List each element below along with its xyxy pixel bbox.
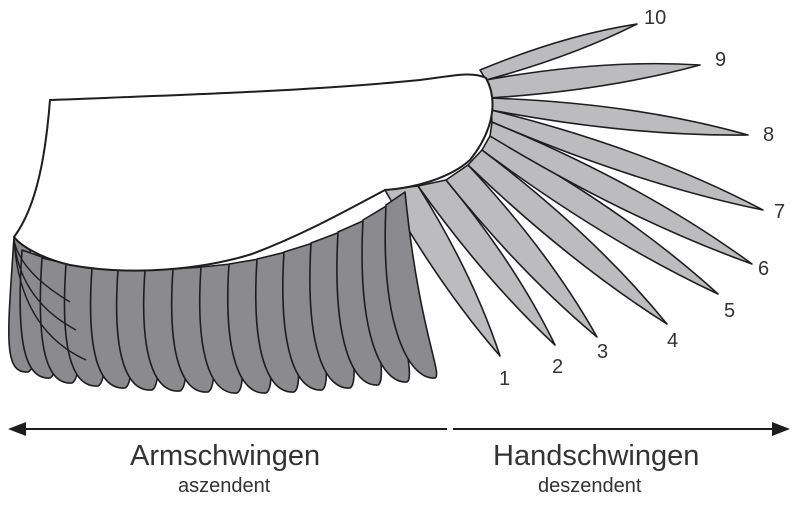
primary-feather-number: 1 [499,368,510,390]
primary-feather-number: 10 [644,7,666,29]
hand-section-subtitle: deszendent [538,475,641,498]
arrow-right-head-icon [772,422,790,436]
primary-feather-number: 5 [724,300,735,322]
primary-feather-number: 7 [774,201,785,223]
primary-feathers [385,24,763,356]
arrow-left-head-icon [8,422,26,436]
primary-feather-number: 6 [758,258,769,280]
direction-arrow [8,422,790,436]
primary-feather-number: 3 [597,341,608,363]
primary-feather-number: 8 [763,124,774,146]
hand-section-title: Handschwingen [493,440,699,473]
primary-feather-number: 9 [715,49,726,71]
arm-section-subtitle: aszendent [178,475,270,498]
arm-section-title: Armschwingen [130,440,320,473]
primary-feather-number: 4 [667,330,678,352]
primary-feather-number: 2 [552,356,563,378]
